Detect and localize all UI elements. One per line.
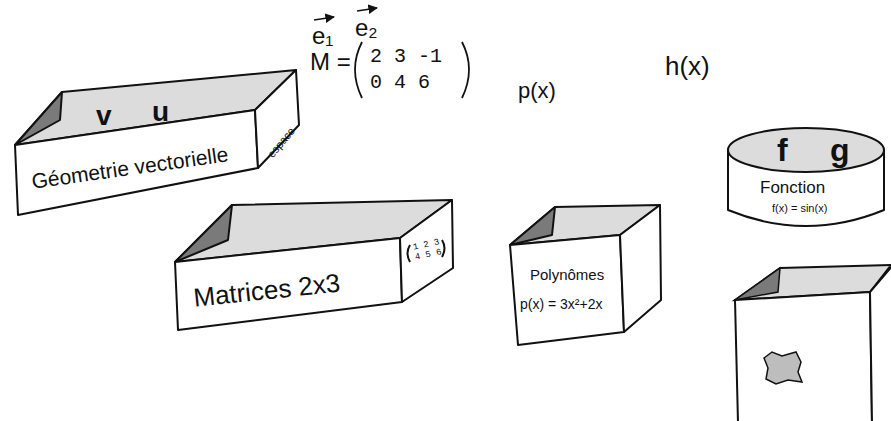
box-face: [510, 207, 555, 245]
box-face: [175, 238, 402, 330]
vector-name: v: [96, 100, 112, 132]
matrix-bracket: [355, 42, 362, 98]
basis-vector: e₁: [312, 22, 333, 50]
matrix-bracket: [462, 42, 469, 98]
vector-arrow: [357, 8, 377, 11]
box-face: [620, 205, 661, 332]
geometry-box: vuGéometrie vectorielleespace: [5, 60, 305, 225]
basis-vector: e₂: [355, 14, 378, 42]
box-example: f(x) = sin(x): [772, 202, 827, 215]
box-title: Polynômes: [530, 266, 604, 283]
box-outline: [170, 195, 455, 335]
matrix-name: M =: [310, 48, 351, 76]
box-face: [15, 110, 258, 215]
polynomial-name: p(x): [518, 78, 556, 103]
box-face: [408, 245, 411, 262]
box-face: [728, 128, 884, 172]
box-face: [400, 200, 453, 302]
matrices-box: Matrices 2x31 2 3 4 5 6: [170, 195, 455, 335]
box-face: [175, 205, 232, 262]
functions-cylinder: f gFonction f(x) = sin(x): [722, 120, 888, 235]
vector-arrow: [314, 17, 334, 20]
polynomials-box: Polynômes p(x) = 3x²+2x: [505, 200, 665, 350]
box-outline: [5, 60, 305, 225]
box-face: [15, 92, 62, 145]
function-name: g: [830, 132, 850, 169]
box-front: [735, 292, 872, 421]
box-example: p(x) = 3x²+2x: [520, 296, 602, 312]
box-side: [870, 265, 891, 421]
box-face: [255, 70, 299, 168]
box-outline: [722, 120, 888, 235]
box-title: Fonction: [760, 178, 825, 198]
box-inner-wall: [735, 268, 780, 300]
function-name: f: [777, 132, 788, 169]
vector-name: u: [152, 96, 169, 128]
box-face: [510, 235, 624, 345]
blank-label-patch: [764, 352, 802, 384]
function-name: h(x): [665, 52, 710, 82]
matrix-entries: 2 3 -1 0 4 6: [370, 44, 456, 96]
